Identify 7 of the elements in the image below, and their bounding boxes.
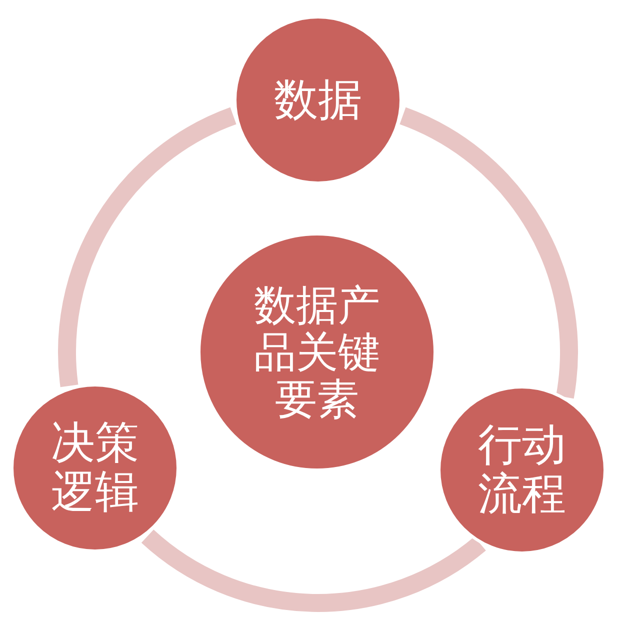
ring-arc	[58, 107, 237, 387]
node-label: 行动流程	[477, 420, 567, 520]
node-label: 数据	[273, 75, 363, 125]
node-label: 数据产品关键要素	[253, 281, 381, 423]
ring-arc	[142, 529, 486, 612]
node-label: 决策逻辑	[50, 418, 140, 518]
ring-arc	[399, 107, 578, 398]
